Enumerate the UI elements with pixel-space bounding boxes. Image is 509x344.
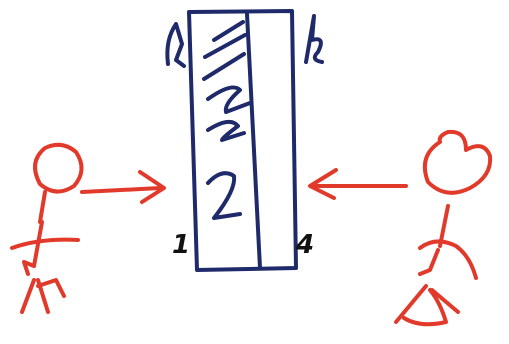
right-person-head bbox=[425, 132, 490, 193]
writing-stroke-2 bbox=[205, 35, 245, 57]
left-person-body bbox=[24, 222, 42, 274]
page-outline bbox=[189, 11, 296, 270]
left-person-head bbox=[35, 145, 82, 192]
right-clip bbox=[306, 16, 322, 62]
left-person-legs bbox=[22, 280, 64, 312]
right-person-body bbox=[420, 250, 438, 274]
writing-number-2 bbox=[208, 173, 240, 218]
writing-stroke-5 bbox=[208, 122, 244, 140]
arrow-right-icon bbox=[82, 172, 164, 202]
left-clip bbox=[167, 24, 184, 66]
right-person-icon bbox=[396, 132, 490, 324]
page-divider-line bbox=[247, 14, 260, 268]
label-bottom-left: 1 bbox=[172, 232, 190, 258]
arrow-left-icon bbox=[310, 170, 406, 198]
left-person-arms bbox=[12, 240, 78, 248]
writing-stroke-4 bbox=[208, 87, 250, 112]
left-person-neck bbox=[40, 192, 45, 222]
right-person-legs bbox=[396, 286, 458, 324]
label-bottom-right: 4 bbox=[296, 232, 314, 258]
writing-stroke-3 bbox=[204, 54, 244, 79]
arrow-right-shaft bbox=[82, 188, 160, 192]
left-person-icon bbox=[12, 145, 82, 312]
